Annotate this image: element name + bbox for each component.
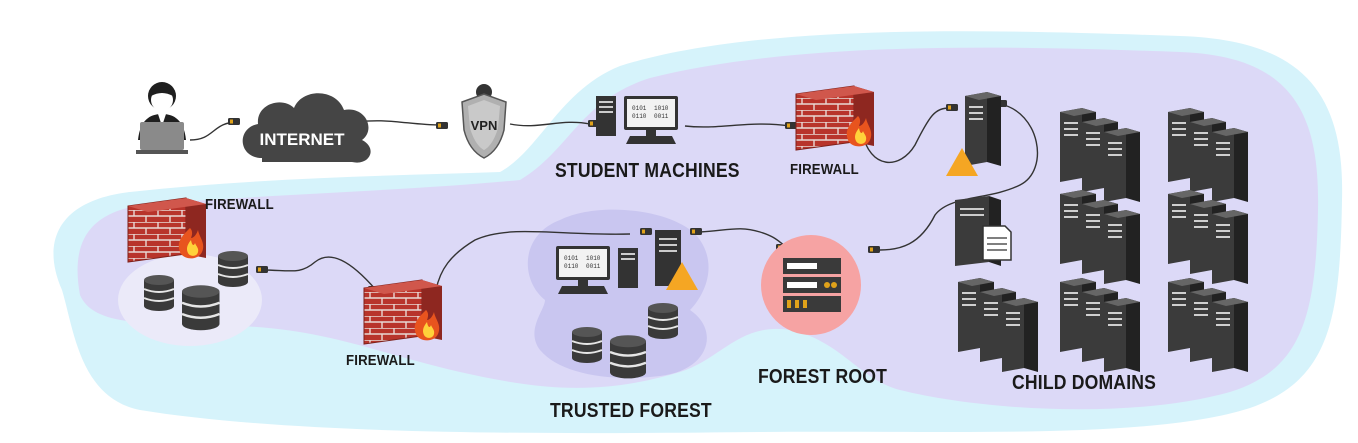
forest-tower-icon xyxy=(618,248,638,288)
database-icon xyxy=(143,274,175,312)
vpn-shield-icon xyxy=(461,84,507,159)
label-internet: INTERNET xyxy=(260,130,346,149)
label-child-domains: CHILD DOMAINS xyxy=(1012,372,1157,394)
label-firewall-left: FIREWALL xyxy=(205,196,274,213)
document-server-icon xyxy=(955,196,1012,266)
firewall-icon-bottom xyxy=(363,279,443,345)
label-firewall-top: FIREWALL xyxy=(790,161,859,178)
user-laptop-icon xyxy=(136,82,188,154)
firewall-icon-left xyxy=(127,197,207,263)
label-firewall-bottom: FIREWALL xyxy=(346,352,415,369)
server-rack-icon xyxy=(783,258,841,312)
label-vpn: VPN xyxy=(471,118,498,133)
student-tower-icon xyxy=(596,96,616,136)
database-icon xyxy=(647,302,679,340)
database-icon xyxy=(608,334,648,380)
database-icon xyxy=(180,284,221,332)
database-icon xyxy=(217,250,249,288)
label-forest-root: FOREST ROOT xyxy=(758,366,888,388)
cloud-icon xyxy=(242,93,371,163)
database-icon xyxy=(571,326,603,364)
tower-server-icon-top xyxy=(965,92,1001,166)
label-trusted-forest: TRUSTED FOREST xyxy=(550,400,712,422)
label-student-machines: STUDENT MACHINES xyxy=(555,160,740,182)
firewall-icon-top xyxy=(795,85,875,151)
student-desktop-icon xyxy=(624,96,678,144)
forest-desktop-icon xyxy=(556,246,610,294)
